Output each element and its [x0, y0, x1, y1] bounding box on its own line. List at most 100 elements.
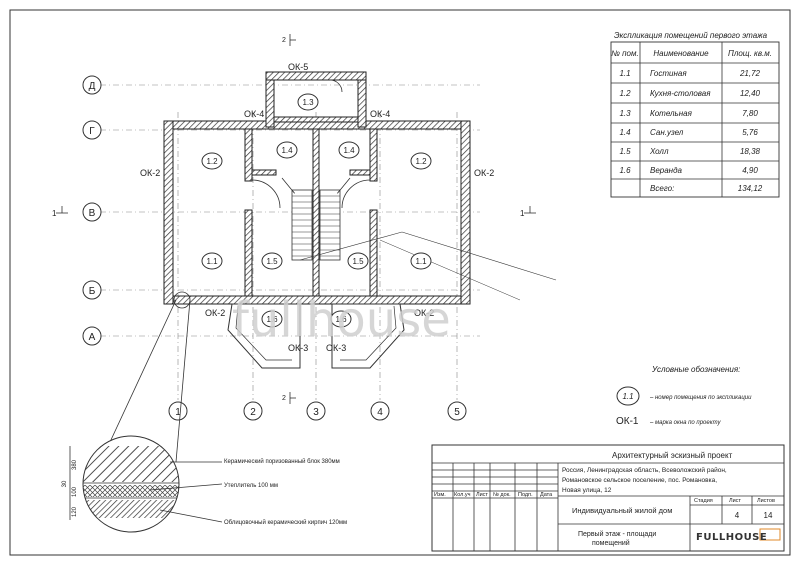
- window-ok2-right: ОК-2: [474, 168, 494, 178]
- svg-text:Гостиная: Гостиная: [650, 69, 687, 78]
- axis-label-v: В: [89, 208, 96, 219]
- tb-address-2: Романовское сельское поселение, пос. Ром…: [562, 477, 717, 484]
- axis-grid-letters: Д Г В Б А: [82, 75, 480, 346]
- section-label-top: 2: [282, 37, 286, 44]
- svg-text:1.6: 1.6: [335, 315, 347, 324]
- schedule-header-area: Площ. кв.м.: [728, 49, 772, 58]
- watermark: fullhouse: [232, 292, 451, 348]
- legend: Условные обозначения: 1.1 – номер помеще…: [616, 365, 752, 427]
- label-insulation: Утеплитель 100 мм: [224, 483, 278, 489]
- room-tag-1.3: 1.3: [297, 93, 319, 111]
- axis-label-b: Б: [89, 286, 96, 297]
- section-label-right: 1: [520, 209, 525, 218]
- room-tag-1.6-left: 1.6: [261, 310, 283, 328]
- legend-window-sample: ОК-1: [616, 416, 639, 427]
- section-label-left: 1: [52, 209, 57, 218]
- schedule-row: 1.5 Холл 18,38: [619, 147, 760, 156]
- window-tags: ОК-5 ОК-4 ОК-4 ОК-2 ОК-2 ОК-2 ОК-2 ОК-3 …: [140, 62, 494, 353]
- svg-text:5,76: 5,76: [742, 128, 758, 137]
- svg-text:Сан.узел: Сан.узел: [650, 128, 684, 137]
- room-tag-1.2-right: 1.2: [410, 152, 432, 170]
- tb-sheets-value: 14: [764, 511, 773, 520]
- tb-col-list: Лист: [476, 492, 488, 498]
- svg-text:1.1: 1.1: [206, 257, 218, 266]
- schedule-row: 1.1 Гостиная 21,72: [619, 69, 760, 78]
- tb-address-1: Россия, Ленинградская область, Всеволожс…: [562, 466, 727, 474]
- schedule-total-value: 134,12: [738, 184, 763, 193]
- schedule-header-num: № пом.: [611, 49, 638, 58]
- room-tag-1.5-right: 1.5: [347, 252, 369, 270]
- window-ok5: ОК-5: [288, 62, 308, 72]
- svg-text:1.3: 1.3: [302, 98, 314, 107]
- room-tag-1.2-left: 1.2: [201, 152, 223, 170]
- svg-text:Кухня-столовая: Кухня-столовая: [650, 89, 711, 98]
- veranda-left: [227, 303, 301, 369]
- tb-col-izm: Изм.: [434, 492, 446, 498]
- window-ok3-left: ОК-3: [288, 343, 308, 353]
- label-facing-brick: Облицовочный керамический кирпич 120мм: [224, 519, 347, 526]
- svg-text:21,72: 21,72: [739, 69, 761, 78]
- axis-label-d: Д: [89, 81, 96, 92]
- axis-label-5: 5: [454, 407, 460, 418]
- dim-100: 100: [72, 486, 78, 497]
- svg-text:12,40: 12,40: [740, 89, 761, 98]
- window-ok4-left: ОК-4: [244, 109, 264, 119]
- axis-label-3: 3: [313, 407, 319, 418]
- legend-room-sample: 1.1: [622, 392, 633, 401]
- room-tag-1.1-left: 1.1: [201, 252, 223, 270]
- room-schedule: Экспликация помещений первого этажа № по…: [610, 31, 780, 198]
- schedule-header-name: Наименование: [653, 49, 709, 58]
- tb-stage-label: Стадия: [694, 498, 713, 504]
- tb-sheet-value: 4: [735, 511, 740, 520]
- tb-col-koluch: Кол.уч: [454, 492, 471, 498]
- svg-text:Веранда: Веранда: [650, 166, 683, 175]
- tb-sheets-label: Листов: [757, 498, 775, 504]
- dim-30: 30: [62, 480, 68, 487]
- room-tag-1.6-right: 1.6: [330, 310, 352, 328]
- svg-text:1.2: 1.2: [206, 157, 218, 166]
- tb-sheet-label: Лист: [729, 498, 741, 504]
- svg-text:1.2: 1.2: [619, 89, 631, 98]
- svg-text:1.4: 1.4: [343, 146, 355, 155]
- window-ok3-right: ОК-3: [326, 343, 346, 353]
- dim-380: 380: [72, 459, 78, 470]
- sheet-frame: [9, 9, 791, 556]
- legend-room-desc: – номер помещения по экспликации: [649, 395, 752, 401]
- axis-label-4: 4: [377, 407, 383, 418]
- dim-120: 120: [72, 506, 78, 517]
- floor-plan: [163, 71, 557, 369]
- veranda-right: [331, 303, 405, 369]
- axis-label-a: А: [89, 332, 96, 343]
- svg-text:1.6: 1.6: [619, 166, 631, 175]
- svg-text:1.5: 1.5: [266, 257, 278, 266]
- tb-col-ndok: № док.: [493, 492, 511, 498]
- svg-text:18,38: 18,38: [740, 147, 761, 156]
- schedule-row: 1.4 Сан.узел 5,76: [619, 128, 758, 137]
- label-ceramic-block: Керамический поризованный блок 380мм: [224, 458, 340, 465]
- schedule-row: 1.2 Кухня-столовая 12,40: [619, 89, 760, 98]
- schedule-row: 1.3 Котельная 7,80: [619, 109, 758, 118]
- window-ok2-left: ОК-2: [140, 168, 160, 178]
- axis-label-g: Г: [89, 126, 95, 137]
- svg-text:1.2: 1.2: [415, 157, 427, 166]
- svg-text:4,90: 4,90: [742, 166, 758, 175]
- tb-col-podp: Подп.: [518, 492, 533, 498]
- window-ok4-right: ОК-4: [370, 109, 390, 119]
- room-tag-1.4-right: 1.4: [338, 141, 360, 159]
- schedule-title: Экспликация помещений первого этажа: [614, 31, 768, 40]
- svg-text:1.4: 1.4: [619, 128, 631, 137]
- svg-text:1.6: 1.6: [266, 315, 278, 324]
- room-tag-1.4-left: 1.4: [276, 141, 298, 159]
- tb-address-3: Новая улица, 12: [562, 487, 612, 494]
- axis-label-1: 1: [175, 407, 181, 418]
- wall-detail: 380 30 100 120 Керамический поризованный…: [62, 291, 347, 533]
- legend-window-desc: – марка окна по проекту: [649, 420, 721, 426]
- window-ok2-bottom-left: ОК-2: [205, 308, 225, 318]
- tb-col-data: Дата: [540, 492, 553, 498]
- svg-text:Холл: Холл: [649, 147, 669, 156]
- svg-text:1.5: 1.5: [352, 257, 364, 266]
- tb-object: Индивидуальный жилой дом: [572, 506, 672, 515]
- svg-text:FULLHOUSE: FULLHOUSE: [696, 532, 767, 543]
- schedule-total-label: Всего:: [650, 184, 674, 193]
- room-tag-1.5-left: 1.5: [261, 252, 283, 270]
